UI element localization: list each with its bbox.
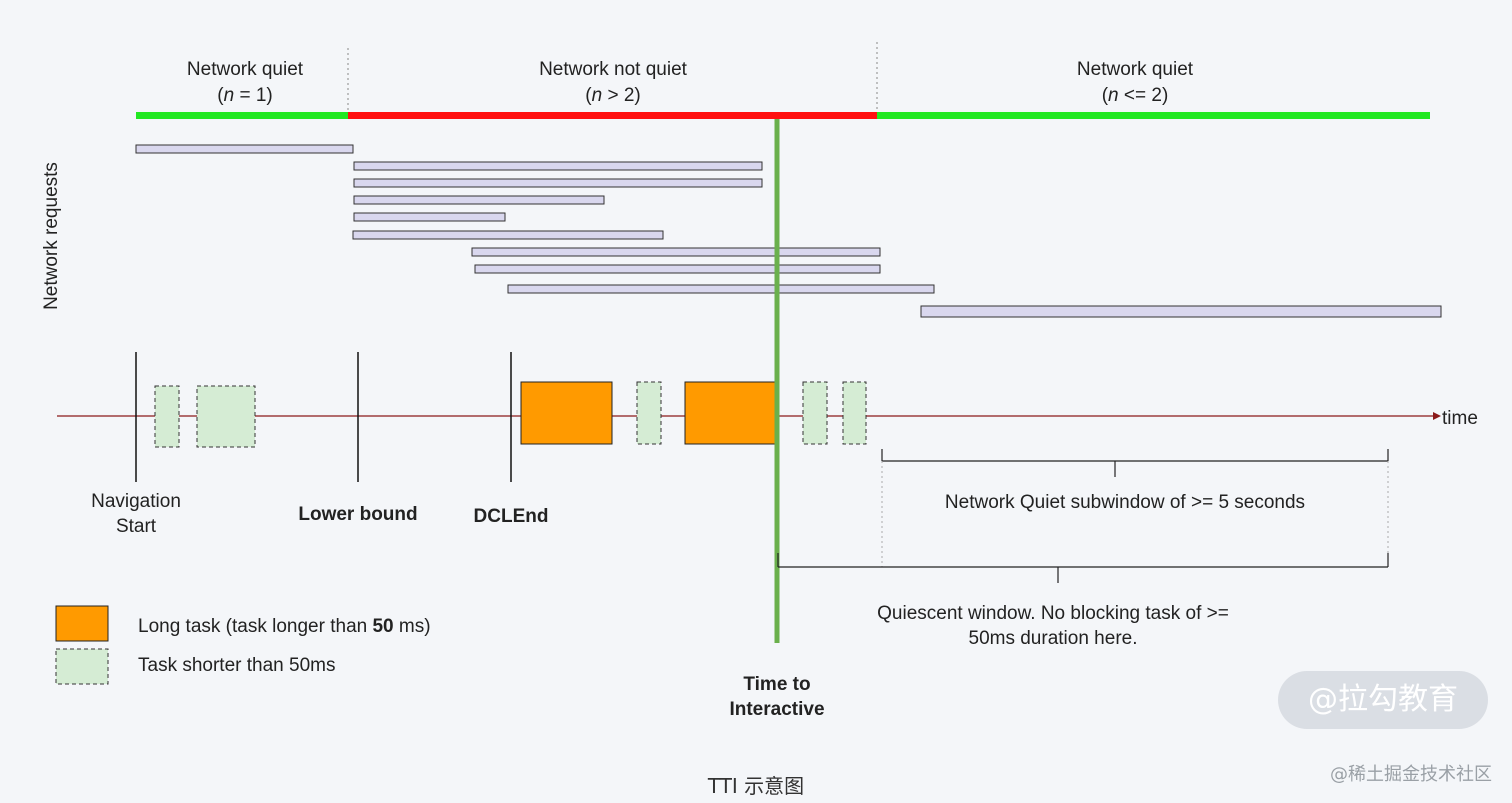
- phase-bar-quiet-2: [877, 112, 1430, 119]
- legend-long-task-swatch: [55, 605, 109, 642]
- short-task: [154, 385, 180, 448]
- watermark: @拉勾教育: [1278, 671, 1488, 729]
- network-quiet-subwindow-bracket: [881, 449, 1389, 477]
- dcl-end-label: DCLEnd: [474, 506, 549, 527]
- long-task: [684, 381, 776, 445]
- short-task: [842, 381, 867, 445]
- figure-caption: TTI 示意图: [707, 774, 805, 798]
- long-task: [520, 381, 613, 445]
- quiescent-window-label-line2: 50ms duration here.: [969, 628, 1138, 649]
- network-requests: [135, 144, 1442, 318]
- tti-label-line1: Time to: [743, 674, 810, 695]
- quiescent-window-bracket: [777, 553, 1389, 583]
- phase-2-title: Network not quiet: [539, 59, 688, 80]
- legend-long-task-suffix: ms): [394, 616, 431, 637]
- network-request-bar: [352, 230, 664, 240]
- phase-3-title: Network quiet: [1077, 59, 1194, 80]
- tti-label-line2: Interactive: [729, 699, 824, 720]
- network-request-bar: [353, 178, 763, 188]
- phase-2-condition: (n > 2): [585, 85, 640, 106]
- lower-bound-label: Lower bound: [298, 504, 417, 525]
- network-request-bar: [471, 247, 881, 257]
- network-request-bar: [353, 212, 506, 222]
- legend-short-task-swatch: [55, 648, 109, 685]
- legend-long-task-bold: 50: [372, 616, 393, 637]
- navigation-start-label-line1: Navigation: [91, 491, 181, 512]
- network-request-bar: [135, 144, 354, 154]
- timeline-arrow-icon: [1433, 412, 1441, 420]
- short-task: [196, 385, 256, 448]
- network-request-bar: [353, 195, 605, 205]
- short-task: [636, 381, 662, 445]
- legend-long-task-prefix: Long task (task longer than: [138, 616, 372, 637]
- short-task: [802, 381, 828, 445]
- network-request-bar: [474, 264, 881, 274]
- legend-long-task-label: Long task (task longer than 50 ms): [138, 616, 431, 637]
- quiescent-window-label-line1: Quiescent window. No blocking task of >=: [877, 603, 1229, 624]
- network-quiet-subwindow-label: Network Quiet subwindow of >= 5 seconds: [945, 492, 1305, 513]
- timeline-label: time: [1442, 408, 1478, 429]
- phase-bar-busy: [348, 112, 877, 119]
- phase-1-title: Network quiet: [187, 59, 304, 80]
- source-credit: @稀土掘金技术社区: [1330, 764, 1492, 785]
- phase-bar-quiet-1: [136, 112, 348, 119]
- y-axis-label: Network requests: [41, 162, 62, 310]
- network-request-bar: [920, 305, 1442, 318]
- phase-3-condition: (n <= 2): [1102, 85, 1169, 106]
- phase-1-condition: (n = 1): [217, 85, 272, 106]
- navigation-start-label-line2: Start: [116, 516, 157, 537]
- network-request-bar: [353, 161, 763, 171]
- network-request-bar: [507, 284, 935, 294]
- legend-short-task-label: Task shorter than 50ms: [138, 655, 335, 676]
